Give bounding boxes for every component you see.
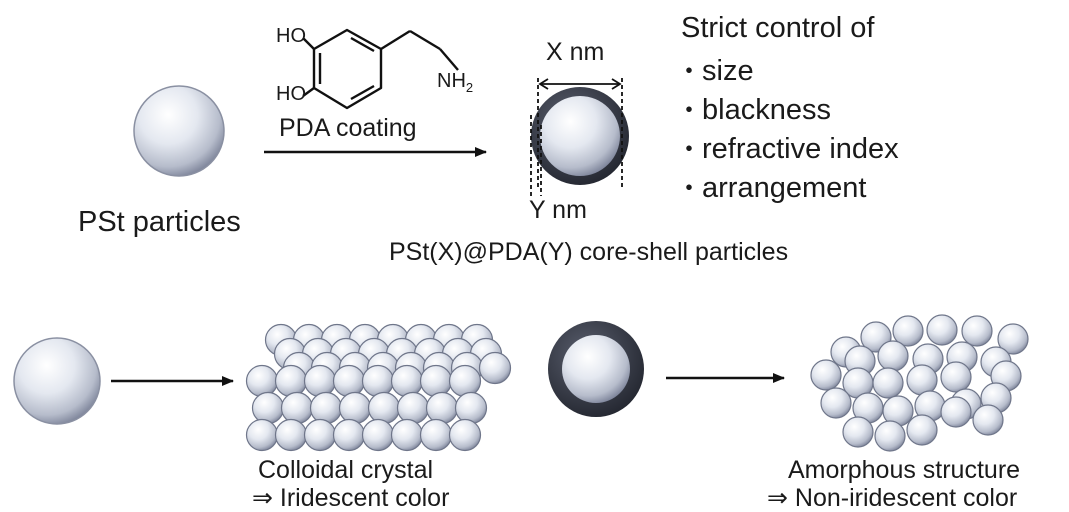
cluster-sphere: [245, 418, 279, 452]
amine-label: NH2: [437, 71, 473, 94]
amorphous-structure-label: Amorphous structure: [788, 456, 1021, 484]
pda-coating-label: PDA coating: [279, 114, 417, 142]
cluster-sphere: [396, 391, 430, 425]
cluster-sphere: [906, 414, 938, 446]
cluster-sphere: [390, 364, 424, 398]
cluster-sphere: [367, 391, 401, 425]
cluster-sphere: [425, 391, 459, 425]
control-heading: Strict control of: [681, 12, 875, 44]
bullet-icon: ・: [676, 173, 703, 203]
ho-bottom-label: HO: [276, 83, 306, 105]
cluster-sphere: [961, 315, 993, 347]
core-shell-particle: [531, 87, 629, 185]
iridescent-color-label: ⇒ Iridescent color: [252, 484, 450, 512]
cluster-sphere: [280, 391, 314, 425]
cluster-sphere: [303, 418, 337, 452]
control-item-text: arrangement: [702, 172, 867, 204]
cluster-sphere: [820, 387, 852, 419]
cluster-sphere: [454, 391, 488, 425]
cluster-sphere: [877, 340, 909, 372]
control-item-refractive-index: ・refractive index: [676, 130, 899, 169]
control-list: ・size ・blackness ・refractive index ・arra…: [676, 52, 899, 208]
cluster-sphere: [303, 364, 337, 398]
pst-particles-label: PSt particles: [78, 206, 241, 238]
y-dimension-label: Y nm: [529, 196, 587, 224]
cluster-sphere: [332, 364, 366, 398]
control-item-text: blackness: [702, 94, 831, 126]
cluster-sphere: [842, 416, 874, 448]
cluster-sphere: [309, 391, 343, 425]
cluster-sphere: [361, 418, 395, 452]
control-item-size: ・size: [676, 52, 899, 91]
x-dimension-marker: [537, 78, 623, 190]
non-iridescent-color-label: ⇒ Non-iridescent color: [767, 484, 1018, 512]
amine-subscript: 2: [465, 80, 474, 95]
cluster-sphere: [251, 391, 285, 425]
bullet-icon: ・: [676, 95, 703, 125]
bullet-icon: ・: [676, 56, 703, 86]
cluster-sphere: [872, 367, 904, 399]
cluster-sphere: [972, 404, 1004, 436]
ho-top-label: HO: [276, 25, 306, 47]
control-item-text: size: [702, 55, 754, 87]
colloidal-crystal-cluster: [245, 323, 512, 452]
cluster-sphere: [419, 418, 453, 452]
x-dimension-label: X nm: [546, 38, 605, 66]
dopamine-structure-icon: [302, 28, 459, 110]
control-item-arrangement: ・arrangement: [676, 169, 899, 208]
bottom-core-shell-particle: [548, 321, 644, 417]
cluster-sphere: [478, 351, 512, 385]
colloidal-crystal-label: Colloidal crystal: [258, 456, 434, 484]
cluster-sphere: [245, 364, 279, 398]
cluster-sphere: [390, 418, 424, 452]
cluster-sphere: [332, 418, 366, 452]
cluster-sphere: [926, 314, 958, 346]
cluster-sphere: [906, 364, 938, 396]
bottom-pst-particle: [13, 337, 101, 425]
cluster-sphere: [810, 359, 842, 391]
bullet-icon: ・: [676, 134, 703, 164]
cluster-sphere: [940, 396, 972, 428]
control-item-text: refractive index: [702, 133, 899, 165]
amorphous-structure-cluster: [810, 314, 1029, 452]
cluster-sphere: [874, 420, 906, 452]
cluster-sphere: [274, 364, 308, 398]
pst-particle: [133, 85, 225, 177]
cluster-sphere: [997, 323, 1029, 355]
cluster-sphere: [448, 418, 482, 452]
cluster-sphere: [448, 364, 482, 398]
core-shell-label: PSt(X)@PDA(Y) core-shell particles: [389, 238, 789, 266]
cluster-sphere: [361, 364, 395, 398]
amine-text: NH: [437, 70, 466, 92]
cluster-sphere: [940, 361, 972, 393]
cluster-sphere: [274, 418, 308, 452]
cluster-sphere: [338, 391, 372, 425]
cluster-sphere: [419, 364, 453, 398]
cluster-sphere: [892, 315, 924, 347]
y-dimension-marker: [530, 115, 542, 196]
control-item-blackness: ・blackness: [676, 91, 899, 130]
